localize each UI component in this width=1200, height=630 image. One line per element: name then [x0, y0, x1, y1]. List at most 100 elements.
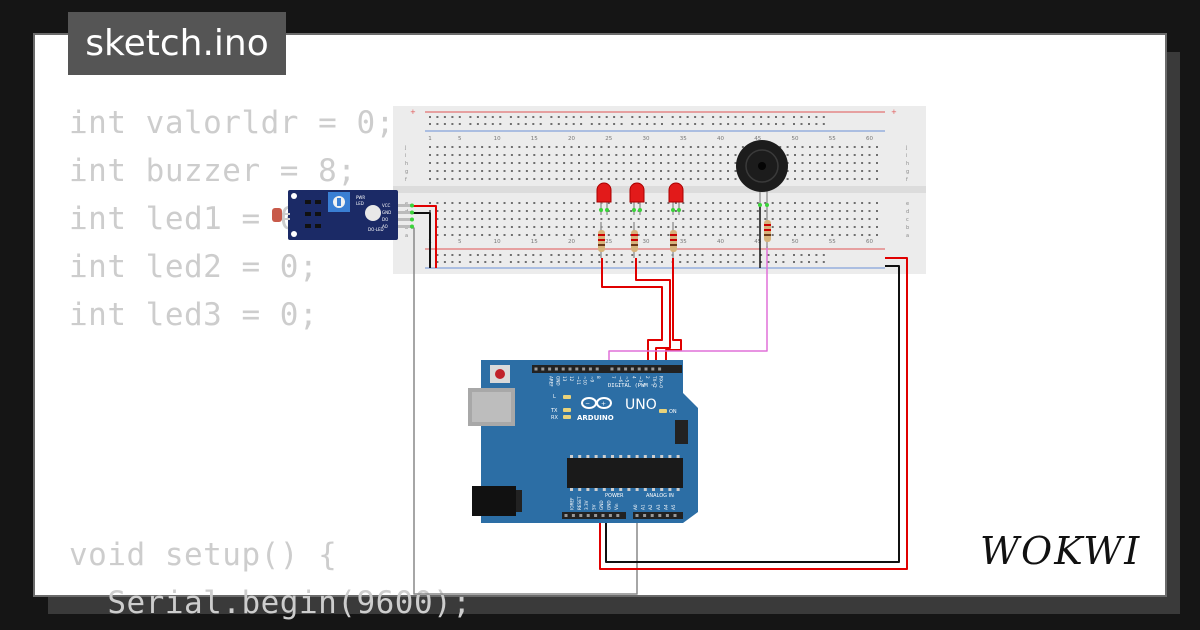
bb-hole — [578, 218, 580, 220]
bb-hole — [563, 178, 566, 180]
bb-hole — [503, 218, 506, 220]
rail-hole — [793, 254, 795, 256]
bb-hole — [809, 170, 811, 172]
bb-hole — [615, 218, 618, 220]
bb-hole — [660, 210, 662, 212]
bb-hole — [838, 154, 841, 156]
rail-hole — [646, 261, 649, 263]
bb-hole — [756, 234, 759, 236]
digital-pin-hole — [575, 367, 579, 371]
bb-hole — [518, 162, 521, 164]
chip-pin — [635, 455, 639, 458]
bb-hole — [592, 218, 595, 220]
bb-hole — [555, 234, 558, 236]
rail-hole — [524, 123, 527, 125]
rail-hole — [752, 116, 755, 118]
bottom-pin-hole — [579, 514, 583, 517]
digital-pin-label: 7 — [611, 376, 616, 379]
bb-hole — [488, 162, 491, 164]
rail-hole — [686, 254, 689, 256]
bb-hole — [436, 170, 439, 172]
file-tab[interactable]: sketch.ino — [68, 12, 286, 75]
bb-hole — [622, 146, 625, 148]
arduino-brand: ARDUINO — [577, 414, 614, 422]
bb-hole — [518, 226, 521, 228]
bb-hole — [674, 218, 677, 220]
bb-hole — [816, 154, 819, 156]
digital-pin-hole — [534, 367, 538, 371]
rail-hole — [767, 254, 770, 256]
bb-hole — [525, 178, 528, 180]
chip-pin — [619, 455, 623, 458]
bb-hole — [734, 210, 737, 212]
bb-hole — [458, 234, 461, 236]
rail-hole — [565, 254, 568, 256]
rail-hole — [631, 261, 634, 263]
bb-column-number: 50 — [792, 239, 799, 245]
rail-hole — [734, 116, 737, 118]
bb-hole — [540, 226, 543, 228]
bb-hole — [682, 210, 685, 212]
bb-hole — [473, 210, 476, 212]
chip-pin — [570, 488, 573, 491]
bb-hole — [496, 226, 499, 228]
bb-hole — [570, 178, 573, 180]
bb-hole — [823, 162, 826, 164]
chip-pin — [643, 488, 647, 491]
rail-hole — [451, 254, 454, 256]
bb-hole — [786, 202, 789, 204]
rail-hole — [760, 254, 763, 256]
bb-hole — [540, 234, 543, 236]
bb-hole — [466, 154, 469, 156]
bb-hole — [496, 202, 499, 204]
bb-hole — [578, 162, 580, 164]
bb-hole — [794, 210, 796, 212]
bb-hole — [816, 218, 819, 220]
bb-hole — [451, 170, 454, 172]
rail-hole — [775, 123, 777, 125]
rail-hole — [775, 261, 777, 263]
resistor-buzzer — [764, 212, 771, 248]
bb-column-number: 10 — [494, 136, 501, 142]
bb-hole — [563, 162, 566, 164]
rail-hole — [752, 123, 755, 125]
bottom-pin-hole — [571, 514, 575, 517]
bb-hole — [592, 226, 595, 228]
digital-pin-label: ~9 — [589, 376, 594, 383]
bb-hole — [451, 154, 454, 156]
power-pin-label: IOREF — [569, 497, 574, 510]
rail-hole — [712, 123, 715, 125]
chip-pin — [660, 488, 664, 491]
bb-hole — [488, 178, 491, 180]
code-line: int led3 = 0; — [69, 297, 319, 333]
power-pin-label: Vin — [614, 503, 619, 510]
bb-hole — [831, 234, 834, 236]
rail-hole — [539, 261, 542, 263]
bb-hole — [585, 234, 588, 236]
rail-hole — [631, 254, 634, 256]
rail-hole — [458, 116, 461, 118]
leds — [596, 182, 684, 215]
rail-hole — [436, 254, 439, 256]
bb-hole — [660, 218, 662, 220]
bb-hole — [660, 226, 662, 228]
bb-hole — [853, 218, 856, 220]
bb-hole — [868, 162, 871, 164]
bb-hole — [503, 154, 506, 156]
digital-pin-hole — [548, 367, 552, 371]
bb-hole — [622, 154, 625, 156]
bb-hole — [570, 202, 573, 204]
bb-hole — [674, 170, 677, 172]
rail-hole — [451, 123, 454, 125]
chip-pin — [668, 488, 672, 491]
bb-row-letter: b — [906, 225, 909, 231]
digital-header — [532, 365, 682, 373]
bb-hole — [861, 146, 864, 148]
bb-hole — [481, 226, 484, 228]
bb-column-number: 45 — [754, 136, 761, 142]
bb-column-number: 40 — [717, 239, 724, 245]
bb-hole — [637, 146, 640, 148]
bb-hole — [429, 178, 431, 180]
chip-pin — [586, 488, 590, 491]
bb-hole — [809, 226, 811, 228]
